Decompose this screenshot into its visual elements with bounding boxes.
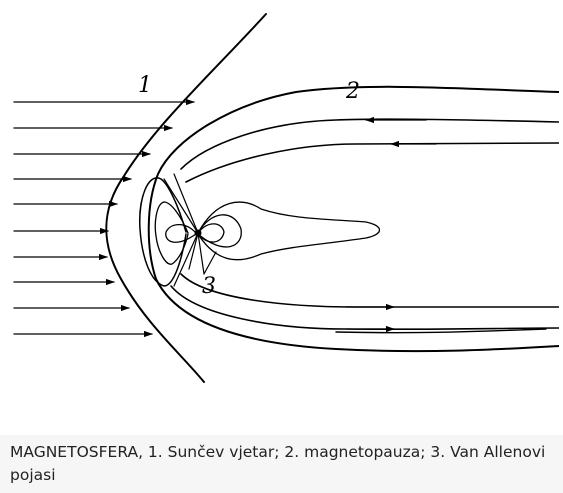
label-van-allen-belts: 3 xyxy=(202,274,216,299)
field-line-north-outer xyxy=(180,118,559,170)
solar-wind-arrows xyxy=(13,98,195,338)
field-line-south-extra xyxy=(335,328,547,334)
dayside-loop-outer xyxy=(139,177,187,287)
van-allen-belts xyxy=(163,173,381,287)
magnetopause xyxy=(147,85,559,353)
dayside-loop-inner xyxy=(154,201,189,265)
cusp-line xyxy=(173,173,199,234)
figure-caption: MAGNETOSFERA, 1. Sunčev vjetar; 2. magne… xyxy=(10,443,546,484)
label-magnetopause: 2 xyxy=(345,79,360,104)
bow-shock xyxy=(105,13,267,383)
label-solar-wind: 1 xyxy=(138,73,152,98)
field-line-south-inner xyxy=(180,273,559,308)
cusp-line xyxy=(163,178,199,234)
plasma-sheet xyxy=(197,201,381,261)
belt-pointer xyxy=(188,232,199,270)
magnetosphere-svg: 1 2 3 xyxy=(13,13,559,383)
dayside-field-lines xyxy=(139,177,189,287)
tail-field-lines xyxy=(170,116,559,334)
inner-lobe-left xyxy=(165,223,197,243)
middle-lobe-right xyxy=(197,214,242,248)
caption-bar: MAGNETOSFERA, 1. Sunčev vjetar; 2. magne… xyxy=(0,435,563,493)
belt-pointer xyxy=(197,232,217,275)
cusp-line xyxy=(173,232,199,287)
field-line-north-inner xyxy=(185,142,559,183)
magnetosphere-diagram: 1 2 3 xyxy=(6,4,559,434)
earth-dot xyxy=(194,229,202,237)
